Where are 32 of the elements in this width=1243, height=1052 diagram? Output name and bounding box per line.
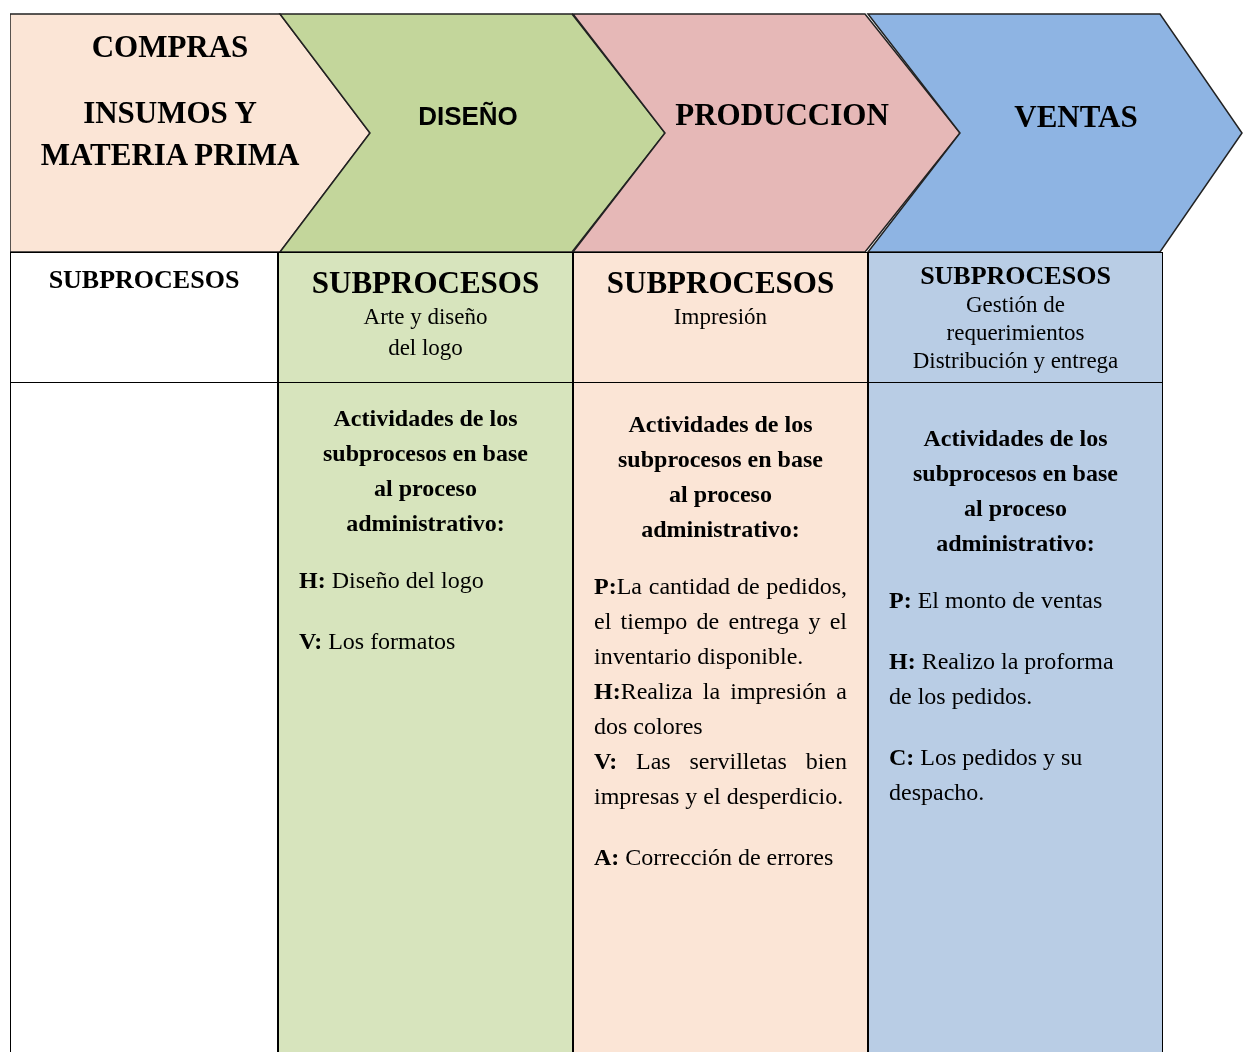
cell-heading: SUBPROCESOS: [47, 265, 241, 295]
subprocess-cell: [278, 252, 573, 383]
stage-title: VENTAS: [1013, 98, 1139, 136]
activity-text: H: Realizo la proforma de los pedidos.: [889, 647, 1115, 711]
stage-subtitle: INSUMOS Y MATERIA PRIMA: [39, 94, 301, 174]
subprocess-cell: [868, 252, 1163, 383]
cell-heading: SUBPROCESOS: [605, 265, 836, 301]
stage-title: DISEÑO: [417, 100, 519, 133]
activity-text: C: Los pedidos y su despacho.: [889, 743, 1084, 807]
stage-title: PRODUCCION: [674, 96, 890, 134]
cell-heading: SUBPROCESOS: [310, 265, 541, 301]
activity-cell: [868, 382, 1163, 1052]
activity-text: V: Los formatos: [299, 627, 457, 656]
activity-text: P:La cantidad de pedidos, el tiempo de entrega y el inventario disponible.: [594, 572, 847, 671]
activity-text: P: El monto de ventas: [889, 586, 1104, 615]
subprocess-name: Arte y diseño del logo: [362, 303, 489, 362]
stage-title: COMPRAS: [90, 28, 250, 66]
activity-heading: Actividades de los subprocesos en base al proceso administrativo:: [912, 424, 1119, 558]
activity-text: H: Diseño del logo: [299, 566, 485, 595]
activity-text: A: Corrección de errores: [594, 843, 835, 872]
activity-heading: Actividades de los subprocesos en base al proceso administrativo:: [617, 410, 824, 544]
activity-cell: [573, 382, 868, 1052]
subprocess-name: Distribución y entrega: [911, 347, 1120, 375]
subprocess-name: Gestión de requerimientos: [945, 291, 1086, 347]
activity-heading: Actividades de los subprocesos en base al proceso administrativo:: [322, 404, 529, 538]
cell-heading: SUBPROCESOS: [919, 261, 1112, 291]
subprocess-cell: [573, 252, 868, 383]
activity-text: V: Las servilletas bien impresas y el desperdicio.: [594, 747, 847, 811]
activity-text: H:Realiza la impresión a dos colores: [594, 677, 847, 741]
activity-cell: [278, 382, 573, 1052]
subprocess-name: Impresión: [672, 303, 769, 331]
subprocess-cell: [10, 252, 278, 383]
